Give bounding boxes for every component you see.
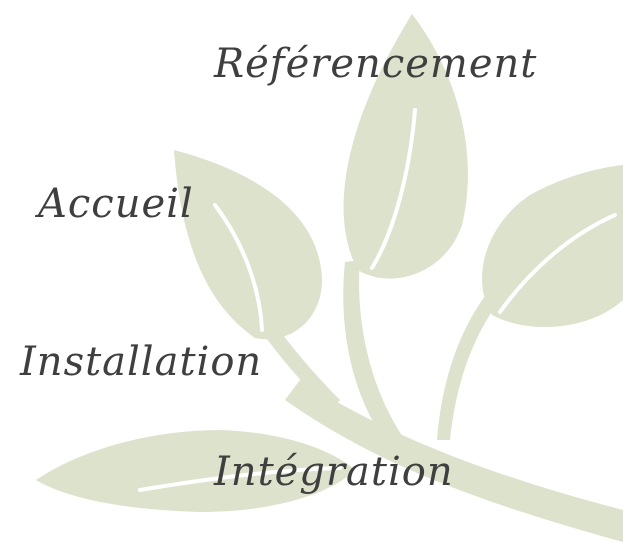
main-stem — [285, 380, 623, 542]
bottom-leaf-vein — [138, 466, 342, 492]
left-leaf-vein — [213, 203, 264, 332]
top-leaf-vein — [370, 108, 417, 270]
top-leaf — [343, 14, 468, 279]
nav-link-referencement[interactable]: Référencement — [214, 41, 538, 87]
center-stem — [343, 260, 405, 448]
left-leaf — [174, 150, 322, 340]
nav-link-installation[interactable]: Installation — [20, 339, 263, 385]
bottom-leaf — [36, 430, 355, 512]
right-leaf-vein — [498, 213, 617, 314]
right-stem — [437, 292, 500, 440]
nav-link-accueil[interactable]: Accueil — [38, 181, 194, 227]
right-leaf — [481, 165, 623, 327]
nav-link-integration[interactable]: Intégration — [214, 449, 454, 495]
